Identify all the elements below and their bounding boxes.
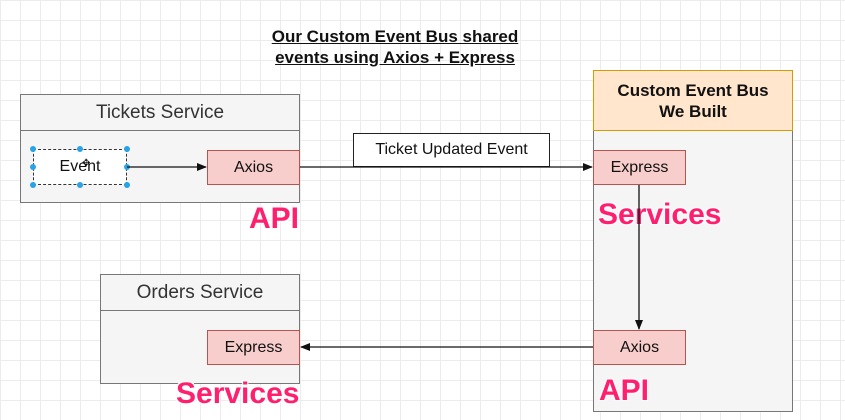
selection-handle-tl[interactable] — [30, 146, 36, 152]
orders-service-title: Orders Service — [101, 275, 299, 311]
selection-handle-br[interactable] — [124, 182, 130, 188]
event-bus-axios-node[interactable]: Axios — [593, 330, 686, 365]
selection-handle-bl[interactable] — [30, 182, 36, 188]
selection-handle-tr[interactable] — [124, 146, 130, 152]
move-cursor-icon: ✥ — [82, 158, 91, 169]
event-bus-title-line-1: Custom Event Bus — [617, 80, 769, 100]
diagram-title: Our Custom Event Bus shared events using… — [190, 26, 600, 68]
ticket-updated-event-label[interactable]: Ticket Updated Event — [353, 133, 550, 167]
tickets-service-title: Tickets Service — [21, 95, 299, 131]
orders-express-node[interactable]: Express — [207, 330, 300, 365]
title-line-1: Our Custom Event Bus shared — [271, 27, 519, 46]
event-bus-express-node[interactable]: Express — [593, 150, 686, 185]
orders-services-tag: Services — [176, 377, 300, 410]
selection-handle-ml[interactable] — [30, 164, 36, 170]
orders-service-box[interactable]: Orders Service — [100, 274, 300, 384]
event-bus-title-line-2: We Built — [659, 101, 727, 121]
event-bus-api-tag: API — [599, 374, 650, 407]
title-line-2: events using Axios + Express — [275, 48, 515, 67]
tickets-axios-node[interactable]: Axios — [207, 150, 300, 185]
event-bus-services-tag: Services — [598, 198, 722, 231]
event-bus-title: Custom Event Bus We Built — [593, 70, 793, 131]
selection-handle-tm[interactable] — [77, 146, 83, 152]
selection-handle-bm[interactable] — [77, 182, 83, 188]
tickets-api-tag: API — [249, 202, 300, 235]
